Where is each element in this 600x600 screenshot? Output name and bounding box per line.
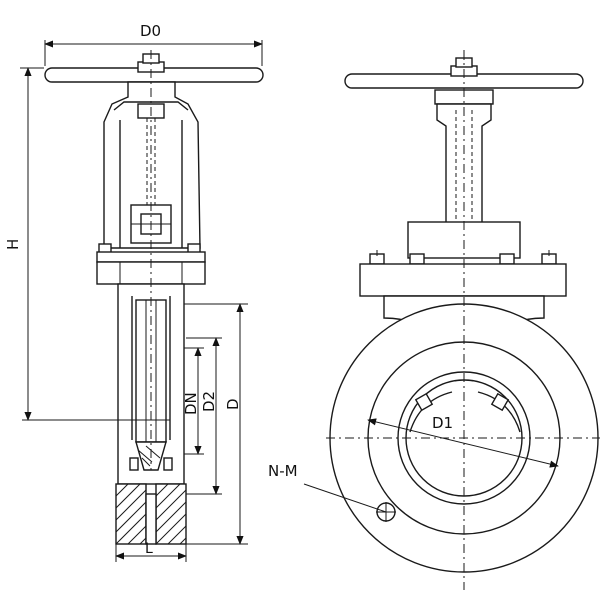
dimension-d1 (367, 418, 559, 468)
dimension-l: L (115, 541, 187, 562)
label-d0: D0 (140, 22, 161, 40)
label-l: L (145, 541, 153, 557)
label-n-m: N-M (268, 462, 298, 480)
yoke-front (407, 89, 521, 259)
label-dn: DN (182, 392, 200, 415)
dimension-d2: D2 (186, 337, 222, 495)
dimension-d: D (184, 303, 248, 545)
yoke-side (98, 81, 201, 254)
seat-lug-right (490, 392, 510, 412)
seat-lug-left (414, 392, 434, 412)
label-h: H (4, 239, 22, 250)
label-d2: D2 (200, 391, 218, 412)
handwheel-side (44, 52, 264, 83)
side-view (22, 50, 264, 545)
front-view: D1 N-M (268, 50, 600, 590)
bottom-flange-section (115, 483, 187, 545)
dimension-d0: D0 (44, 22, 263, 66)
dimension-h: H (4, 67, 44, 421)
label-d1: D1 (432, 414, 453, 432)
leader-n-m (303, 483, 387, 513)
label-d: D (224, 398, 242, 410)
bonnet-flange-front (359, 263, 567, 297)
dimension-dn: DN (182, 347, 204, 455)
